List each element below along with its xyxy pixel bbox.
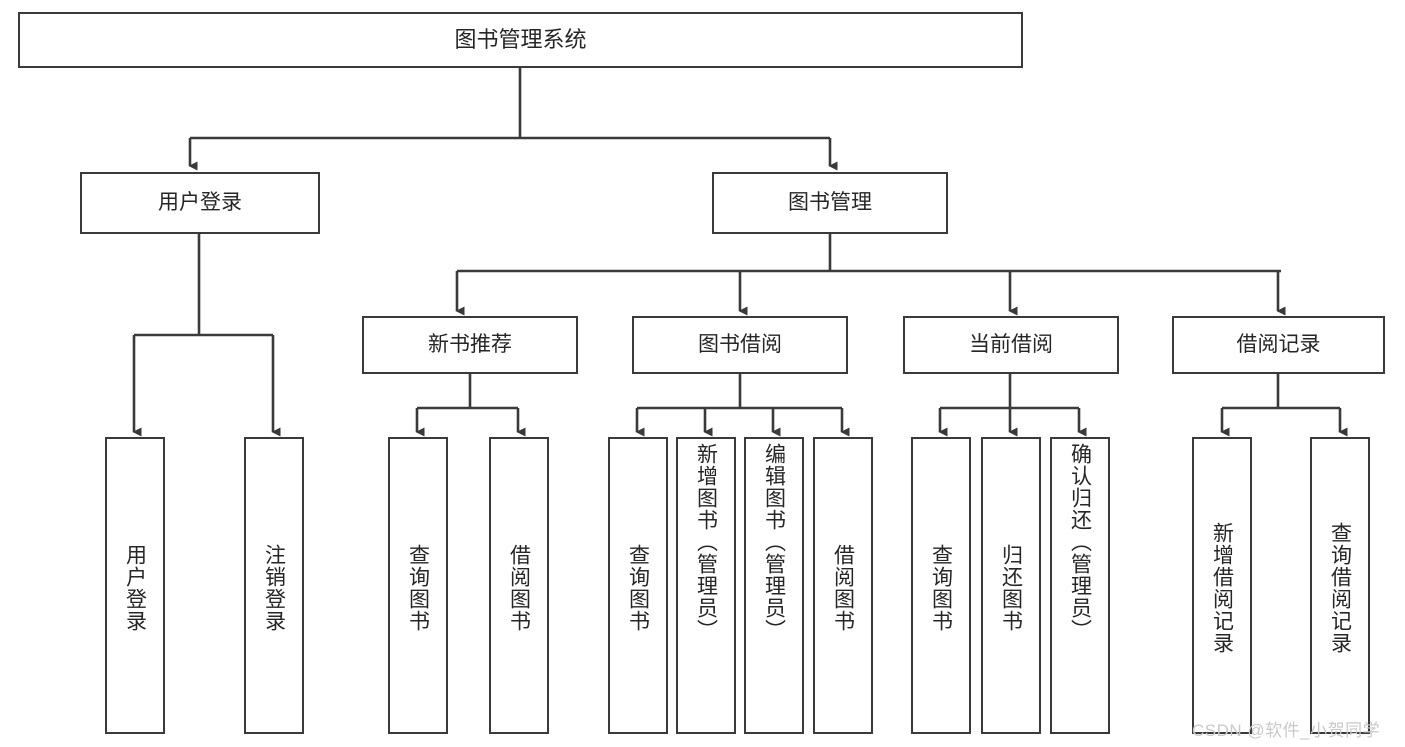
node-label: 新书推荐 [428,333,512,357]
node-leaf-query-book-2[interactable]: 查询图书 [608,437,668,734]
node-label: 用户登录 [123,543,147,632]
node-leaf-logout-login[interactable]: 注销登录 [244,437,304,734]
node-label: 查询图书 [406,543,430,632]
node-label: 归还图书 [999,543,1023,632]
node-label: 查询图书 [626,543,650,632]
node-leaf-return-book[interactable]: 归还图书 [981,437,1041,734]
node-leaf-query-book-1[interactable]: 查询图书 [388,437,448,734]
node-user-login[interactable]: 用户登录 [80,172,320,234]
node-leaf-confirm-return[interactable]: 确认归还（管理员） [1050,437,1110,734]
node-leaf-add-record[interactable]: 新增借阅记录 [1192,437,1252,734]
node-book-management[interactable]: 图书管理 [712,172,948,234]
node-leaf-edit-book[interactable]: 编辑图书（管理员） [744,437,804,734]
node-label: 新增借阅记录 [1210,521,1234,654]
node-label: 借阅图书 [507,543,531,632]
node-label: 编辑图书（管理员） [762,443,786,641]
node-book-borrow[interactable]: 图书借阅 [632,316,848,374]
node-label: 图书借阅 [698,333,782,357]
node-label: 确认归还（管理员） [1068,443,1092,641]
node-label: 查询借阅记录 [1328,521,1352,654]
node-label: 当前借阅 [969,333,1053,357]
node-label: 图书管理 [788,191,872,215]
node-leaf-user-login[interactable]: 用户登录 [105,437,165,734]
node-label: 借阅图书 [831,543,855,632]
node-leaf-borrow-book-1[interactable]: 借阅图书 [489,437,549,734]
node-leaf-borrow-book-2[interactable]: 借阅图书 [813,437,873,734]
node-leaf-query-record[interactable]: 查询借阅记录 [1310,437,1370,734]
node-current-borrow[interactable]: 当前借阅 [903,316,1119,374]
node-leaf-query-book-3[interactable]: 查询图书 [911,437,971,734]
node-label: 图书管理系统 [454,26,587,52]
node-label: 借阅记录 [1236,333,1321,357]
node-label: 用户登录 [158,191,242,215]
node-leaf-add-book[interactable]: 新增图书（管理员） [676,437,736,734]
node-label: 查询图书 [929,543,953,632]
node-new-book-recommend[interactable]: 新书推荐 [362,316,578,374]
node-borrow-record[interactable]: 借阅记录 [1172,316,1385,374]
node-book-management-system[interactable]: 图书管理系统 [18,12,1023,68]
node-label: 新增图书（管理员） [694,443,718,641]
csdn-watermark: CSDN @软件_小贺同学 [1192,721,1381,740]
node-label: 注销登录 [262,543,286,632]
